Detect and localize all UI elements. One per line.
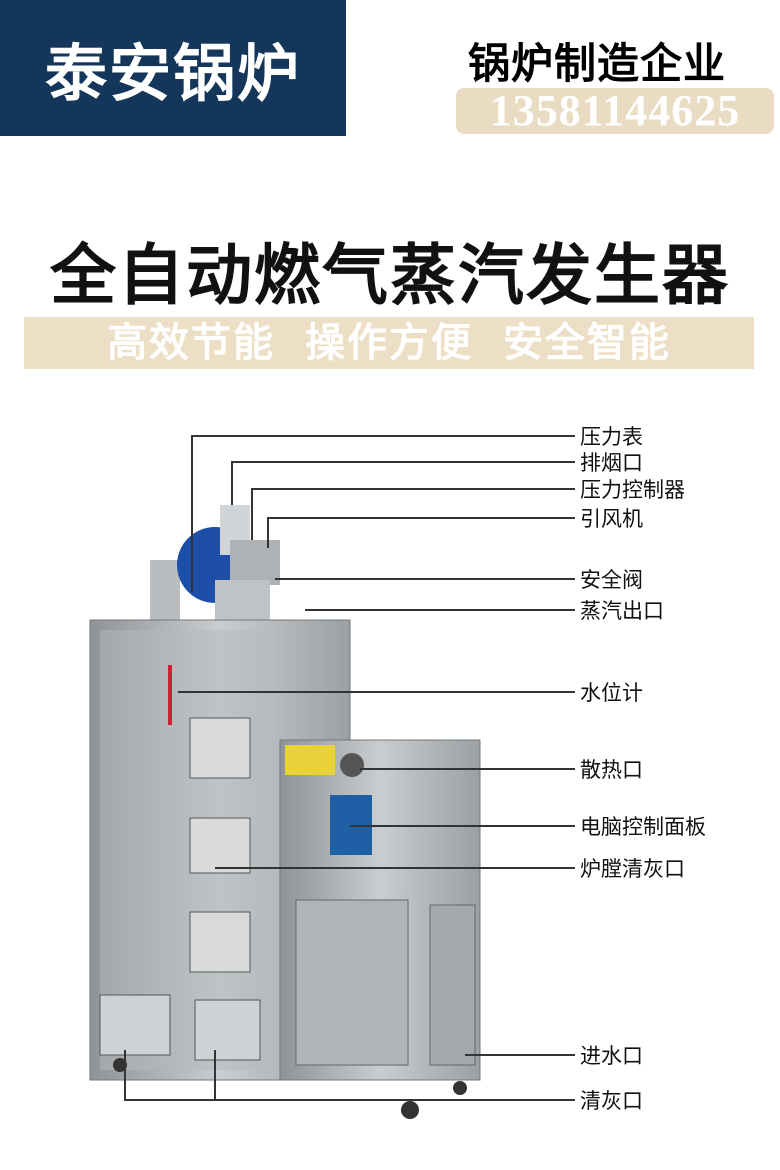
label-water-gauge: 水位计	[580, 681, 643, 705]
label-furnace-ash-port: 炉膛清灰口	[580, 857, 685, 881]
feature-band: 高效节能 操作方便 安全智能	[24, 317, 754, 369]
label-water-inlet: 进水口	[580, 1044, 643, 1068]
label-induced-fan: 引风机	[580, 507, 643, 531]
label-exhaust-port: 排烟口	[580, 451, 643, 475]
label-vent: 散热口	[580, 758, 643, 782]
phone-number: 13581144625	[456, 88, 774, 134]
label-safety-valve: 安全阀	[580, 568, 643, 592]
brand-logo: 泰安锅炉	[0, 0, 346, 136]
label-ash-port: 清灰口	[580, 1089, 643, 1113]
label-control-panel: 电脑控制面板	[580, 815, 706, 839]
label-pressure-controller: 压力控制器	[580, 478, 685, 502]
slogan: 锅炉制造企业	[468, 39, 727, 88]
product-title: 全自动燃气蒸汽发生器	[50, 237, 730, 314]
boiler-machine	[89, 505, 481, 1119]
label-steam-outlet: 蒸汽出口	[580, 599, 664, 623]
leader-lines	[124, 435, 575, 1101]
label-pressure-gauge: 压力表	[580, 425, 643, 449]
